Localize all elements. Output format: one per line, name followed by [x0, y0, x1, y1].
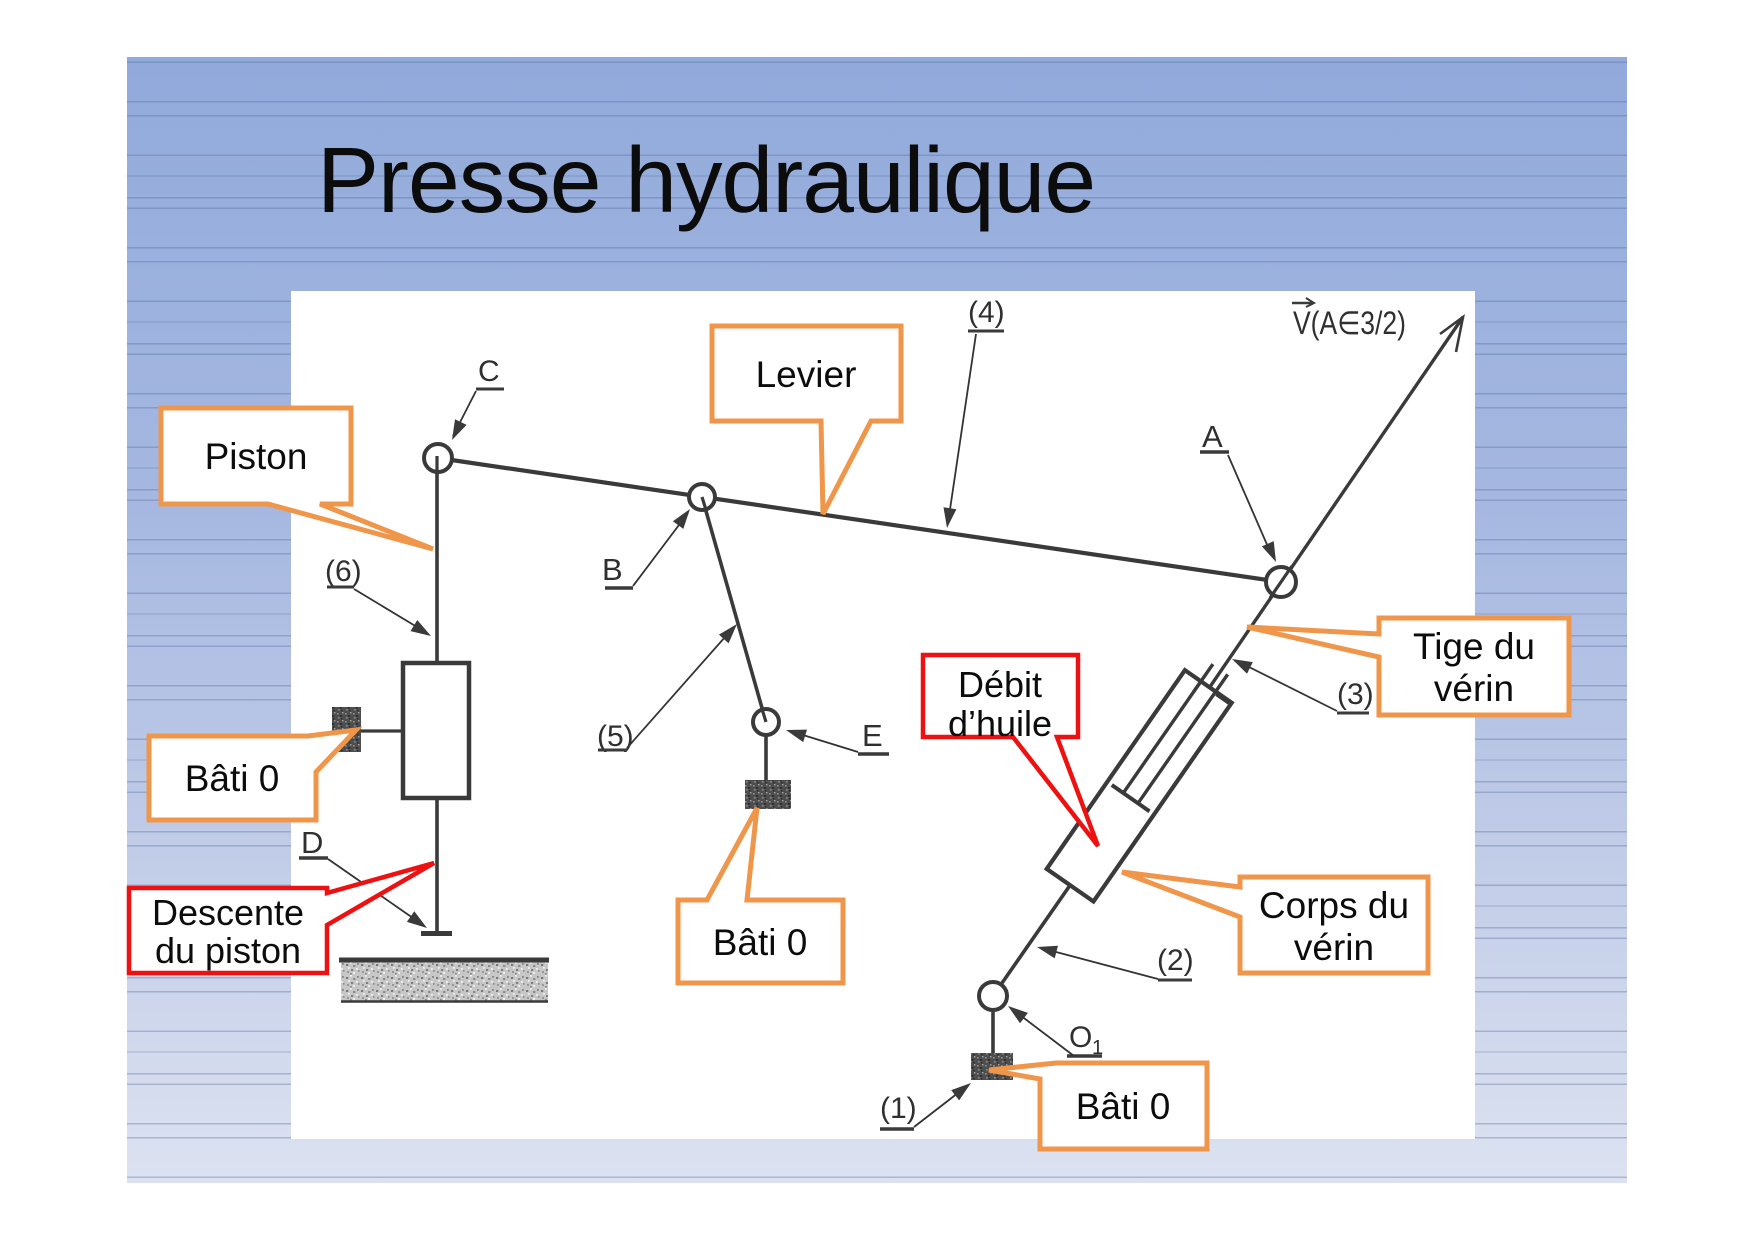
- svg-text:d’huile: d’huile: [948, 703, 1052, 744]
- svg-text:(2): (2): [1157, 944, 1194, 977]
- svg-text:1: 1: [1092, 1037, 1103, 1059]
- svg-text:C: C: [478, 355, 500, 388]
- svg-text:du piston: du piston: [155, 930, 301, 971]
- svg-text:Corps du: Corps du: [1259, 885, 1409, 926]
- svg-text:Bâti 0: Bâti 0: [185, 758, 280, 799]
- svg-text:vérin: vérin: [1294, 927, 1374, 968]
- svg-text:(6): (6): [325, 555, 362, 588]
- svg-text:D: D: [301, 825, 323, 860]
- svg-text:A: A: [1202, 419, 1223, 454]
- svg-text:V(A∈3/2): V(A∈3/2): [1293, 305, 1406, 341]
- svg-text:O: O: [1069, 1021, 1092, 1054]
- svg-text:Levier: Levier: [756, 354, 857, 395]
- svg-text:Bâti 0: Bâti 0: [713, 922, 808, 963]
- svg-text:Bâti 0: Bâti 0: [1076, 1086, 1171, 1127]
- svg-text:(5): (5): [597, 720, 634, 753]
- svg-text:B: B: [602, 552, 623, 587]
- svg-text:(3): (3): [1337, 678, 1374, 711]
- svg-text:Tige du: Tige du: [1413, 626, 1535, 667]
- svg-text:Piston: Piston: [205, 436, 308, 477]
- svg-text:Descente: Descente: [152, 892, 304, 933]
- svg-text:(4): (4): [968, 296, 1005, 329]
- svg-text:E: E: [862, 718, 883, 753]
- svg-text:vérin: vérin: [1434, 668, 1514, 709]
- svg-text:(1): (1): [880, 1092, 917, 1125]
- svg-text:Débit: Débit: [958, 664, 1042, 705]
